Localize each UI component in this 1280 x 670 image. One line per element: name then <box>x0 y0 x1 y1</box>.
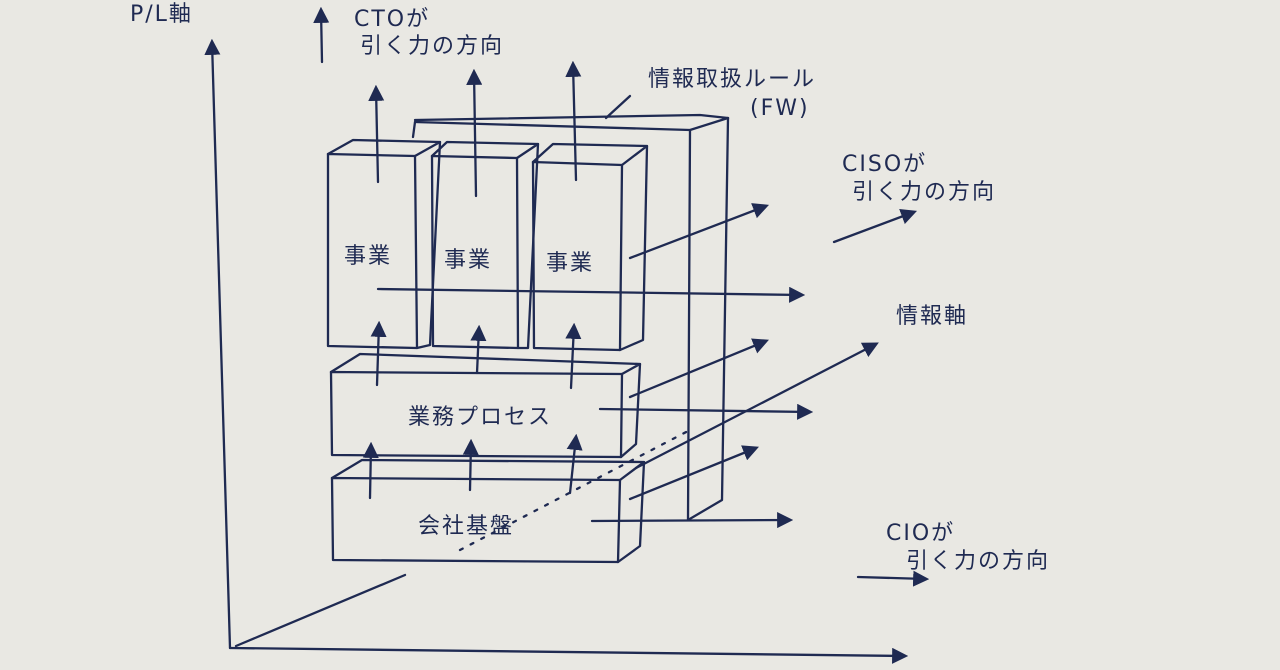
business-column-2 <box>430 140 540 350</box>
ciso-arrows <box>628 203 918 501</box>
info-axis-label: 情報軸 <box>896 304 969 329</box>
depth-axis-line <box>234 573 407 648</box>
fw-slab <box>411 94 730 522</box>
info-rule-label-line-2: (FW) <box>750 96 810 121</box>
business-process-label: 業務プロセス <box>408 405 553 430</box>
pl-axis-line <box>204 38 232 650</box>
cto-direction-label-line-1: CTOが <box>354 7 431 32</box>
business-label-1: 事業 <box>344 244 393 269</box>
business-label-3: 事業 <box>546 251 595 276</box>
axes <box>204 38 909 664</box>
company-foundation-block <box>330 428 692 564</box>
cio-direction-label-line-1: CIOが <box>886 521 956 546</box>
info-rule-label-line-1: 情報取扱ルール <box>648 67 817 92</box>
business-process-block <box>329 352 642 459</box>
business-column-1 <box>326 138 442 350</box>
cto-arrows <box>313 6 583 500</box>
ciso-direction-label-line-1: CISOが <box>842 152 928 177</box>
cio-direction-label-line-2: 引く力の方向 <box>906 549 1051 574</box>
cio-arrows <box>376 286 930 587</box>
ciso-direction-label-line-2: 引く力の方向 <box>852 180 997 205</box>
cto-direction-label-line-2: 引く力の方向 <box>360 34 505 59</box>
dotted-connector <box>458 428 692 552</box>
pl-axis-label: P/L軸 <box>130 2 193 27</box>
business-column-3 <box>531 142 649 352</box>
horizontal-axis-line <box>228 646 909 664</box>
business-label-2: 事業 <box>444 248 493 273</box>
company-foundation-label: 会社基盤 <box>418 514 515 539</box>
